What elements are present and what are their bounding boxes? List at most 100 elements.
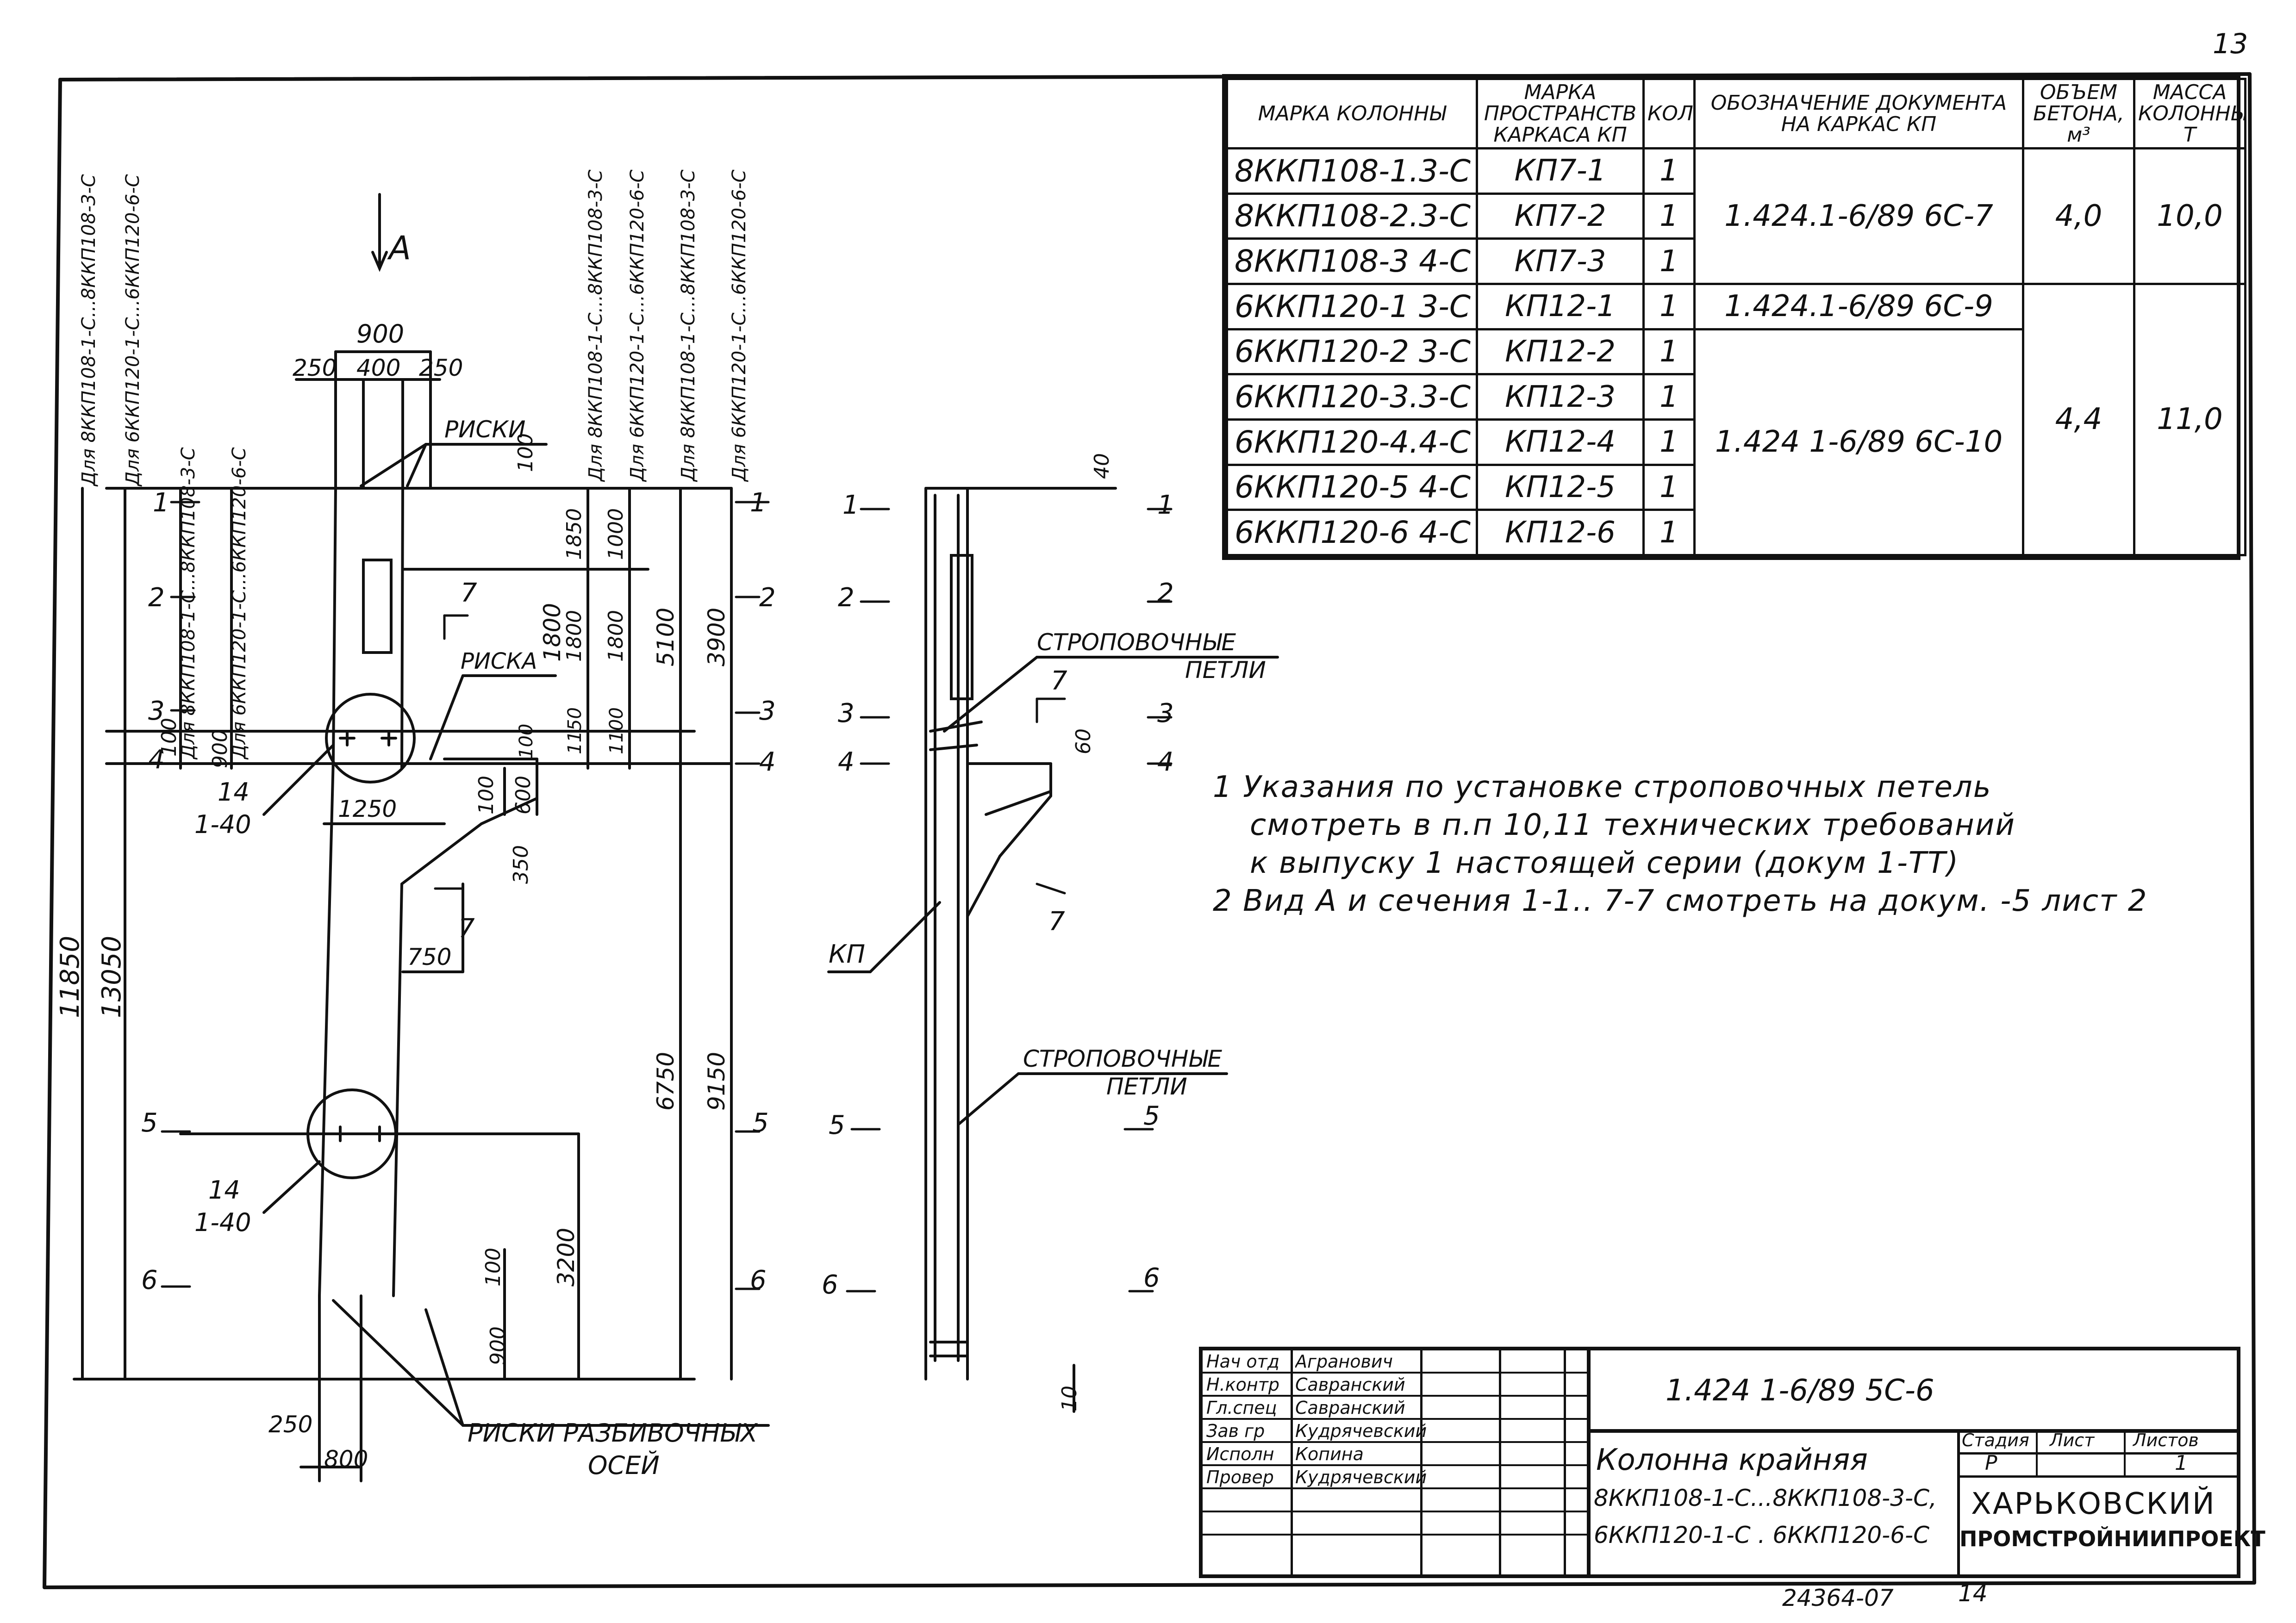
row-qty: 1 (1642, 463, 1696, 511)
dim-1100: 1100 (606, 707, 627, 754)
org-name-1: ХАРЬКОВСКИЙ (1971, 1487, 2216, 1521)
detail-ref-bottom: 1-40 (194, 1208, 251, 1237)
dim-900-left: 900 (208, 729, 232, 768)
dim-800: 800 (324, 1446, 368, 1473)
vnote-right-1: Для 8ККП108-1-С...8ККП108-3-С (585, 169, 606, 482)
title-line-1: Колонна крайняя (1596, 1443, 1868, 1477)
label-riski-axes-2: ОСЕЙ (588, 1451, 660, 1480)
section-7-side-bottom: 7 (1048, 907, 1065, 937)
tb-divider (1499, 1350, 1501, 1574)
dim-11850: 11850 (55, 936, 85, 1018)
note-line: 2 Вид А и сечения 1-1.. 7-7 смотреть на … (1213, 884, 2148, 918)
detail-ref-top: 1-40 (194, 810, 251, 839)
row-mark: 6ККП120-1 3-С (1226, 282, 1478, 330)
tb-divider (1420, 1350, 1423, 1574)
section-3-left: 3 (148, 696, 165, 726)
tb-divider (1957, 1475, 2237, 1478)
staff-name: Агранович (1295, 1351, 1393, 1372)
dim-60: 60 (1072, 728, 1095, 754)
group-volume: 4,4 (2022, 282, 2135, 557)
tb-divider (1957, 1429, 1960, 1574)
tb-divider (1564, 1350, 1566, 1574)
section-6-left: 6 (141, 1265, 158, 1295)
dim-100-bottom: 100 (481, 1248, 505, 1287)
section-3-side-left: 3 (838, 698, 855, 728)
row-mark: 8ККП108-2.3-С (1226, 192, 1478, 240)
row-mark: 8ККП108-3 4-С (1226, 237, 1478, 285)
label-kp: КП (829, 939, 865, 969)
sheet-label: Лист (2050, 1430, 2095, 1450)
dim-1000: 1000 (604, 508, 628, 560)
section-5-side-left: 5 (829, 1110, 845, 1140)
tb-divider (1587, 1429, 2237, 1433)
section-4-right: 4 (759, 747, 776, 777)
tb-divider (1587, 1350, 1591, 1574)
row-kp: КП7-1 (1476, 147, 1645, 195)
row-kp: КП7-2 (1476, 192, 1645, 240)
staff-row: Гл.спец Савранский (1203, 1397, 1587, 1420)
staff-name: Савранский (1295, 1398, 1405, 1418)
note-line: к выпуску 1 настоящей серии (докум 1-ТТ) (1250, 846, 1959, 880)
section-1-left: 1 (153, 488, 169, 518)
row-kp: КП12-3 (1476, 373, 1645, 421)
section-5-right: 5 (752, 1108, 769, 1138)
row-qty: 1 (1642, 328, 1696, 376)
row-mark: 6ККП120-5 4-С (1226, 463, 1478, 511)
staff-name: Савранский (1295, 1374, 1405, 1395)
dim-1800-mid: 1800 (562, 610, 586, 662)
dim-5100: 5100 (652, 608, 679, 666)
staff-role: Зав гр (1206, 1421, 1265, 1441)
staff-role: Гл.спец (1206, 1398, 1277, 1418)
row-mark: 6ККП120-6 4-С (1226, 509, 1478, 556)
staff-name: Копина (1295, 1444, 1364, 1464)
section-1-side-right: 1 (1157, 490, 1174, 520)
section-6-right: 6 (750, 1265, 767, 1295)
row-qty: 1 (1642, 509, 1696, 556)
dim-250-bottom: 250 (268, 1411, 312, 1438)
staff-role: Исполн (1206, 1444, 1274, 1464)
detail-num-top: 14 (218, 777, 250, 807)
dim-100-top: 100 (514, 433, 537, 472)
dim-6750: 6750 (652, 1052, 679, 1111)
dim-100-left: 100 (157, 718, 181, 757)
vnote-left-1: Для 8ККП108-1-С...8ККП108-3-С (78, 174, 100, 487)
label-riski-axes-1: РИСКИ РАЗБИВОЧНЫХ (468, 1418, 758, 1448)
vnote-left-2: Для 6ККП120-1-С...6ККП120-6-С (122, 174, 144, 487)
dim-3200: 3200 (553, 1228, 580, 1287)
dim-400: 400 (356, 354, 400, 381)
row-mark: 6ККП120-2 3-С (1226, 328, 1478, 376)
note-line: смотреть в п.п 10,11 технических требова… (1250, 808, 2015, 842)
section-2-side-right: 2 (1157, 578, 1174, 608)
section-7-bottom: 7 (458, 914, 475, 944)
staff-row (1203, 1512, 1587, 1536)
header-mass: МАССА КОЛОННЫ, Т (2133, 78, 2246, 149)
row-kp: КП12-5 (1476, 463, 1645, 511)
vnote-mid-1: Для 8ККП108-1-С...8ККП108-3-С (178, 447, 199, 760)
section-6-side-right: 6 (1143, 1263, 1160, 1293)
staff-row: Зав гр Кудрячевский (1203, 1420, 1587, 1443)
row-kp: КП7-3 (1476, 237, 1645, 285)
label-riska: РИСКА (461, 648, 537, 674)
section-7-side-top: 7 (1051, 666, 1067, 696)
sheets-label: Листов (2133, 1430, 2199, 1450)
staff-name: Кудрячевский (1295, 1467, 1427, 1487)
dim-600-step: 600 (512, 776, 535, 815)
group-doc: 1.424.1-6/89 6С-7 (1693, 147, 2024, 285)
label-lifting-loops-bottom-1: СТРОПОВОЧНЫЕ (1023, 1045, 1222, 1072)
general-notes: 1 Указания по установке строповочных пет… (1213, 768, 2250, 920)
section-1-right: 1 (750, 488, 767, 518)
row-mark: 6ККП120-3.3-С (1226, 373, 1478, 421)
title-line-2: 8ККП108-1-С...8ККП108-3-С, (1594, 1485, 1937, 1511)
section-4-left: 4 (148, 745, 165, 775)
dim-1150: 1150 (564, 707, 586, 754)
sheets-value: 1 (2175, 1451, 2188, 1475)
staff-row (1203, 1536, 1587, 1559)
section-1-side-left: 1 (842, 490, 859, 520)
section-5-left: 5 (141, 1108, 158, 1138)
label-lifting-loops-bottom-2: ПЕТЛИ (1106, 1073, 1187, 1100)
section-7-top: 7 (461, 578, 477, 608)
vnote-right-4: Для 6ККП120-1-С...6ККП120-6-С (729, 169, 750, 482)
dim-100-right-top: 100 (516, 724, 537, 759)
row-kp: КП12-6 (1476, 509, 1645, 556)
